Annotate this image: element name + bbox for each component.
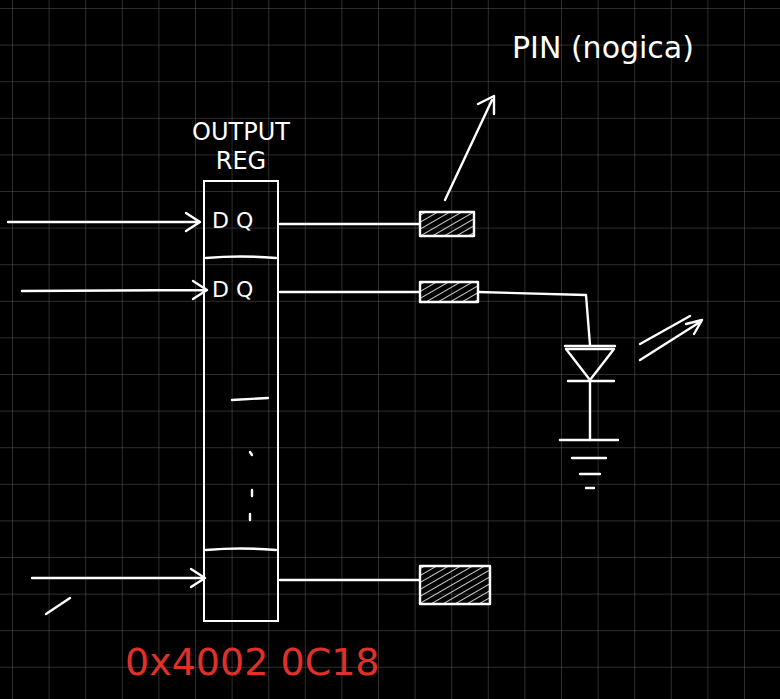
- led-wire: [589, 381, 591, 440]
- output-wire: [280, 579, 420, 581]
- input-arrow: [8, 213, 200, 231]
- port-label: D Q: [212, 208, 253, 234]
- register-divider: [206, 549, 276, 551]
- register-box: OUTPUT REG: [203, 180, 279, 622]
- address-label: 0x4002 0C18: [125, 640, 380, 686]
- pin-symbol: [420, 282, 478, 302]
- register-divider: [206, 257, 276, 259]
- leader-arrow: [445, 96, 494, 200]
- ground-symbol: [560, 440, 618, 488]
- port-label: D Q: [212, 277, 253, 303]
- output-wire: [280, 223, 420, 225]
- output-wire: [280, 291, 420, 293]
- pin-note: PIN (nogica): [512, 30, 694, 66]
- led-wire: [478, 292, 590, 345]
- register-dot: [250, 490, 252, 520]
- register-heading: OUTPUT REG: [176, 118, 306, 176]
- led-bar: [565, 345, 615, 347]
- pin-symbol: [420, 566, 490, 604]
- led-symbol: [566, 349, 614, 380]
- input-arrow: [32, 569, 205, 587]
- input-arrow: [22, 281, 207, 299]
- register-divider: [232, 398, 268, 400]
- register-dot: [250, 452, 252, 455]
- light-arrows: [640, 316, 702, 360]
- pin-symbol: [420, 212, 474, 236]
- stroke-mark: [46, 598, 70, 614]
